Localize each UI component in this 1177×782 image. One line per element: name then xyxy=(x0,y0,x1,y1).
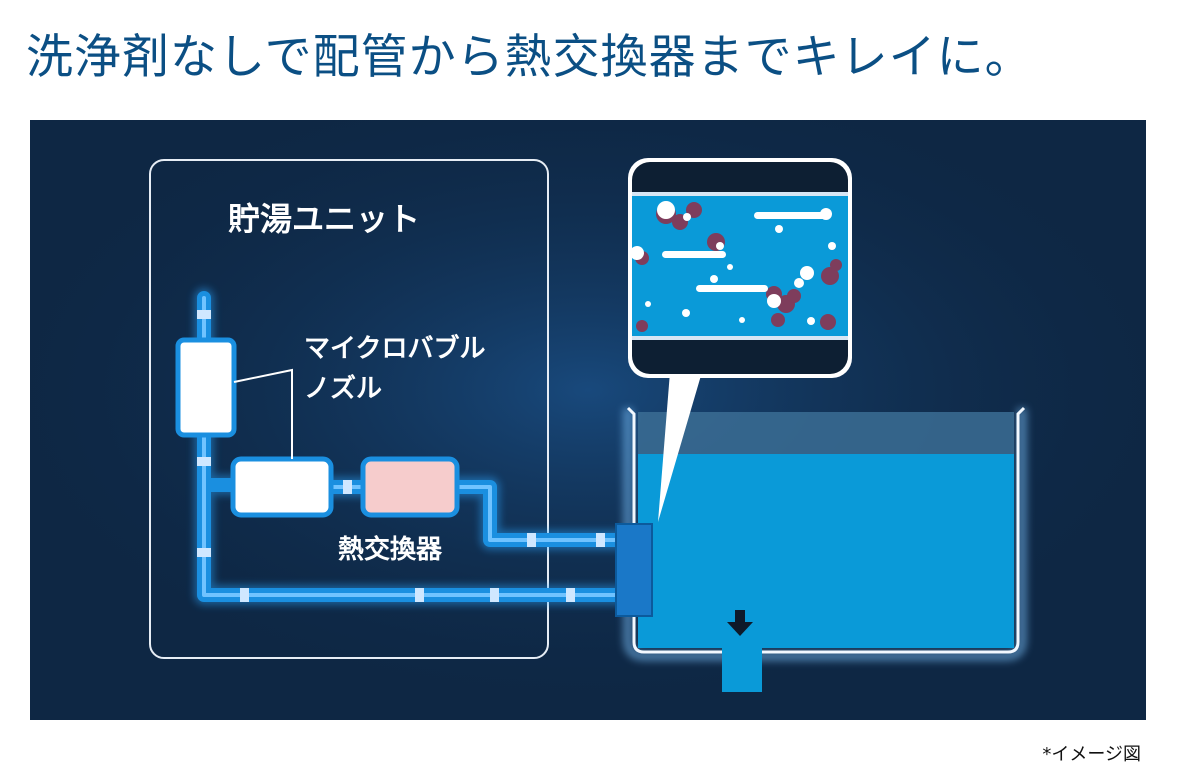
nozzle-label-line1: マイクロバブル xyxy=(304,333,485,364)
storage-unit-label: 貯湯ユニット xyxy=(228,200,420,238)
bathtub xyxy=(623,406,1027,661)
circulation-adapter xyxy=(615,523,653,617)
zoom-callout xyxy=(628,158,852,522)
microbubble-nozzle-horizontal xyxy=(230,456,334,518)
heat-exchanger-label: 熱交換器 xyxy=(338,534,443,565)
image-note: *イメージ図 xyxy=(1042,744,1141,765)
nozzle-leader-line xyxy=(233,368,293,459)
headline-title: 洗浄剤なしで配管から熱交換器までキレイに。 xyxy=(26,30,1033,85)
bath-cleaning-diagram: 貯湯ユニット xyxy=(30,120,1146,720)
storage-unit-box: 貯湯ユニット xyxy=(149,159,549,659)
drain-pipe xyxy=(722,642,762,692)
nozzle-label-line2: ノズル xyxy=(304,373,382,404)
bath-water xyxy=(638,454,1014,648)
microbubble-nozzle-vertical xyxy=(175,337,237,438)
heat-exchanger xyxy=(360,456,460,518)
pipe-network xyxy=(194,288,632,605)
flow-streaks xyxy=(662,212,826,292)
down-arrow-icon xyxy=(727,610,753,636)
